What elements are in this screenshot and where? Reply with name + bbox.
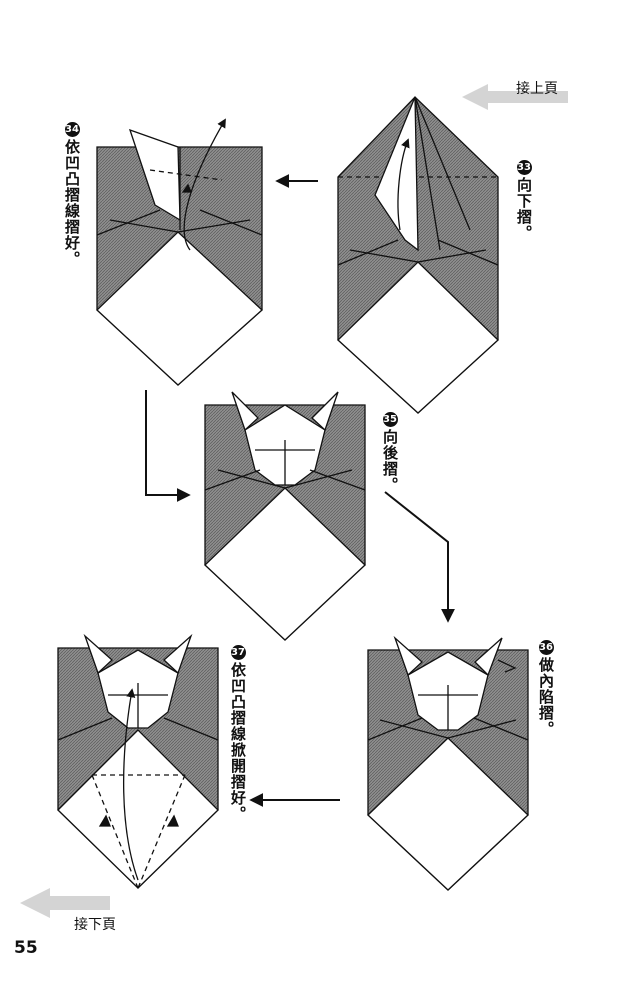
step-36-number: 36 bbox=[538, 640, 554, 655]
step-35-caption: 35 向後摺。 bbox=[381, 412, 399, 493]
step-35-number: 35 bbox=[382, 412, 398, 427]
step-37-text: 依凹凸摺線掀開摺好。 bbox=[229, 662, 247, 822]
continued-from-arrow-icon bbox=[462, 84, 568, 110]
step-35-text: 向後摺。 bbox=[381, 429, 399, 493]
page-number: 55 bbox=[14, 938, 38, 958]
step-34-number: 34 bbox=[64, 122, 80, 137]
step-37-diagram bbox=[57, 633, 219, 889]
step-35-diagram bbox=[204, 391, 366, 641]
step-36-diagram bbox=[367, 635, 529, 891]
step-34-text: 依凹凸摺線摺好。 bbox=[63, 139, 81, 267]
arrow-35-to-36 bbox=[384, 491, 455, 623]
arrow-34-to-35 bbox=[145, 390, 191, 502]
step-36-text: 做內陷摺。 bbox=[537, 657, 555, 737]
step-34-caption: 34 依凹凸摺線摺好。 bbox=[63, 122, 81, 267]
continue-to-arrow-icon bbox=[20, 888, 110, 918]
step-33-text: 向下摺。 bbox=[515, 177, 533, 241]
step-37-caption: 37 依凹凸摺線掀開摺好。 bbox=[229, 645, 247, 822]
step-33-caption: 33 向下摺。 bbox=[515, 160, 533, 241]
step-33-diagram bbox=[337, 96, 499, 414]
step-36-caption: 36 做內陷摺。 bbox=[537, 640, 555, 737]
step-33-number: 33 bbox=[516, 160, 532, 175]
step-37-number: 37 bbox=[230, 645, 246, 660]
step-34-diagram bbox=[96, 118, 263, 386]
continue-to-label: 接下頁 bbox=[74, 917, 116, 933]
continued-from-label: 接上頁 bbox=[516, 81, 558, 97]
